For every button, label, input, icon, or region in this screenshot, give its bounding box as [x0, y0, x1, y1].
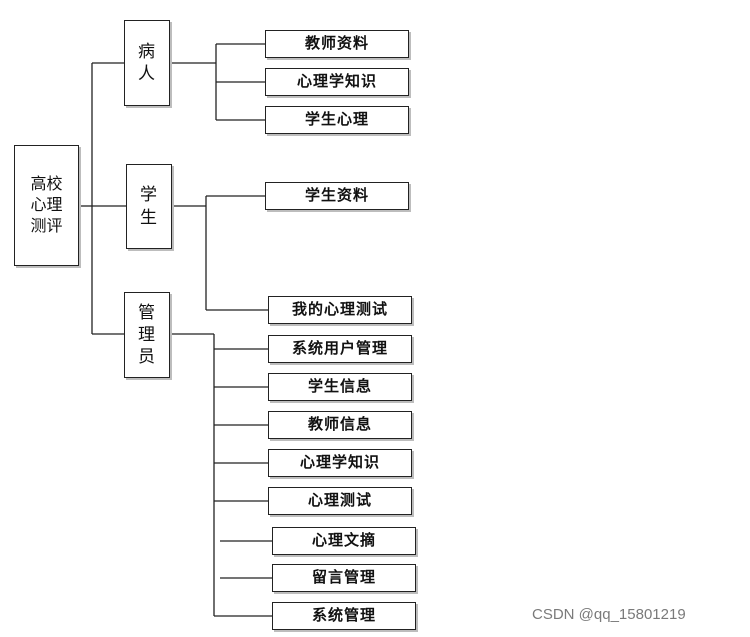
- leaf-node-my-psych-test: 我的心理测试: [268, 296, 412, 324]
- branch-label: 学生: [140, 185, 158, 228]
- leaf-node-psych-test: 心理测试: [268, 487, 412, 515]
- leaf-node-system-user-mgmt: 系统用户管理: [268, 335, 412, 363]
- branch-node-patient: 病人: [124, 20, 170, 106]
- root-label: 高校心理测评: [30, 174, 63, 235]
- leaf-node-student-info: 学生资料: [265, 182, 409, 210]
- watermark-text: CSDN @qq_15801219: [532, 606, 686, 623]
- leaf-node-message-mgmt: 留言管理: [272, 564, 416, 592]
- leaf-node-teacher-info-admin: 教师信息: [268, 411, 412, 439]
- leaf-node-teacher-info: 教师资料: [265, 30, 409, 58]
- leaf-node-student-info-admin: 学生信息: [268, 373, 412, 401]
- branch-label: 管理员: [138, 302, 156, 368]
- leaf-node-system-mgmt: 系统管理: [272, 602, 416, 630]
- root-node: 高校心理测评: [14, 145, 79, 266]
- leaf-node-psych-knowledge-admin: 心理学知识: [268, 449, 412, 477]
- branch-node-admin: 管理员: [124, 292, 170, 378]
- leaf-node-psych-knowledge: 心理学知识: [265, 68, 409, 96]
- branch-label: 病人: [138, 41, 156, 84]
- leaf-node-student-psych: 学生心理: [265, 106, 409, 134]
- branch-node-student: 学生: [126, 164, 172, 249]
- leaf-node-psych-digest: 心理文摘: [272, 527, 416, 555]
